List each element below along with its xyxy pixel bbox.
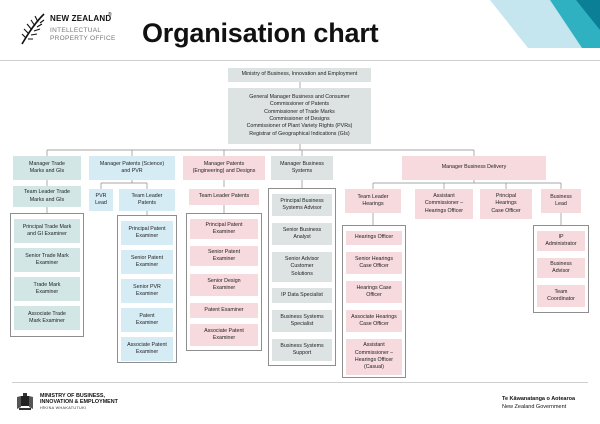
node-senior-design-examiner: Senior Design Examiner (190, 274, 258, 296)
mbie-line-3: HĪKINA WHAKATUTUKI (40, 406, 86, 410)
node-business-systems-specialist: Business Systems Specialist (272, 310, 332, 332)
node-ministry: Ministry of Business, Innovation and Emp… (228, 68, 371, 82)
node-associate-patent-examiner-science: Associate Patent Examiner (121, 337, 173, 361)
nz-government-logo: Te Kāwanatanga o Aotearoa New Zealand Go… (502, 396, 594, 414)
node-senior-trade-mark-examiner: Senior Trade Mark Examiner (14, 248, 80, 272)
node-principal-patent-examiner-science: Principal Patent Examiner (121, 221, 173, 245)
node-hearings-case-officer: Hearings Case Officer (346, 281, 402, 303)
node-associate-patent-examiner-engineering: Associate Patent Examiner (190, 324, 258, 346)
mbie-line-2: INNOVATION & EMPLOYMENT (40, 399, 118, 405)
node-manager-business-delivery: Manager Business Delivery (402, 156, 546, 180)
node-patent-examiner-science: Patent Examiner (121, 308, 173, 332)
mbie-logo: MINISTRY OF BUSINESS, INNOVATION & EMPLO… (16, 392, 156, 414)
coat-of-arms-icon (16, 392, 34, 412)
node-manager-patents-science: Manager Patents (Science) and PVR (89, 156, 175, 180)
gov-line-2: New Zealand Government (502, 404, 566, 410)
node-manager-trade-marks: Manager Trade Marks and GIs (13, 156, 81, 180)
node-team-leader-patents-engineering: Team Leader Patents (189, 189, 259, 205)
node-assistant-commissioner-casual: Assistant Commissioner – Hearings Office… (346, 339, 402, 375)
node-assistant-commissioner: Assistant Commissioner – Hearings Office… (415, 189, 473, 219)
node-team-leader-trade-marks: Team Leader Trade Marks and GIs (13, 186, 81, 207)
node-ip-administrator: IP Administrator (537, 231, 585, 251)
node-hearings-officer: Hearings Officer (346, 231, 402, 245)
node-patent-examiner-engineering: Patent Examiner (190, 303, 258, 318)
node-senior-advisor-customer-solutions: Senior Advisor Customer Solutions (272, 252, 332, 282)
node-ip-data-specialist: IP Data Specialist (272, 288, 332, 303)
node-principal-trade-mark-examiner: Principal Trade Mark and GI Examiner (14, 219, 80, 243)
node-principal-business-systems-advisor: Principal Business Systems Advisor (272, 194, 332, 216)
node-team-leader-patents-science: Team Leader Patents (119, 189, 175, 211)
node-senior-business-analyst: Senior Business Analyst (272, 223, 332, 245)
node-principal-hearings-case-officer: Principal Hearings Case Officer (480, 189, 532, 219)
node-principal-patent-examiner-engineering: Principal Patent Examiner (190, 219, 258, 239)
node-manager-patents-engineering: Manager Patents (Engineering) and Design… (183, 156, 265, 180)
node-manager-business-systems: Manager Business Systems (271, 156, 333, 180)
node-senior-patent-examiner-engineering: Senior Patent Examiner (190, 246, 258, 266)
node-associate-trade-mark-examiner: Associate Trade Mark Examiner (14, 306, 80, 330)
node-general-manager: General Manager Business and Consumer Co… (228, 88, 371, 144)
node-senior-pvr-examiner: Senior PVR Examiner (121, 279, 173, 303)
node-team-leader-hearings: Team Leader Hearings (345, 189, 401, 213)
footer-divider (12, 382, 588, 383)
node-pvr-lead: PVR Lead (89, 189, 113, 211)
node-team-coordinator: Team Coordinator (537, 285, 585, 307)
node-business-lead: Business Lead (541, 189, 581, 213)
node-business-systems-support: Business Systems Support (272, 339, 332, 361)
node-trade-mark-examiner: Trade Mark Examiner (14, 277, 80, 301)
gov-line-1: Te Kāwanatanga o Aotearoa (502, 396, 575, 402)
node-senior-hearings-case-officer: Senior Hearings Case Officer (346, 252, 402, 274)
node-associate-hearings-case-officer: Associate Hearings Case Officer (346, 310, 402, 332)
node-senior-patent-examiner-science: Senior Patent Examiner (121, 250, 173, 274)
node-business-advisor: Business Advisor (537, 258, 585, 278)
